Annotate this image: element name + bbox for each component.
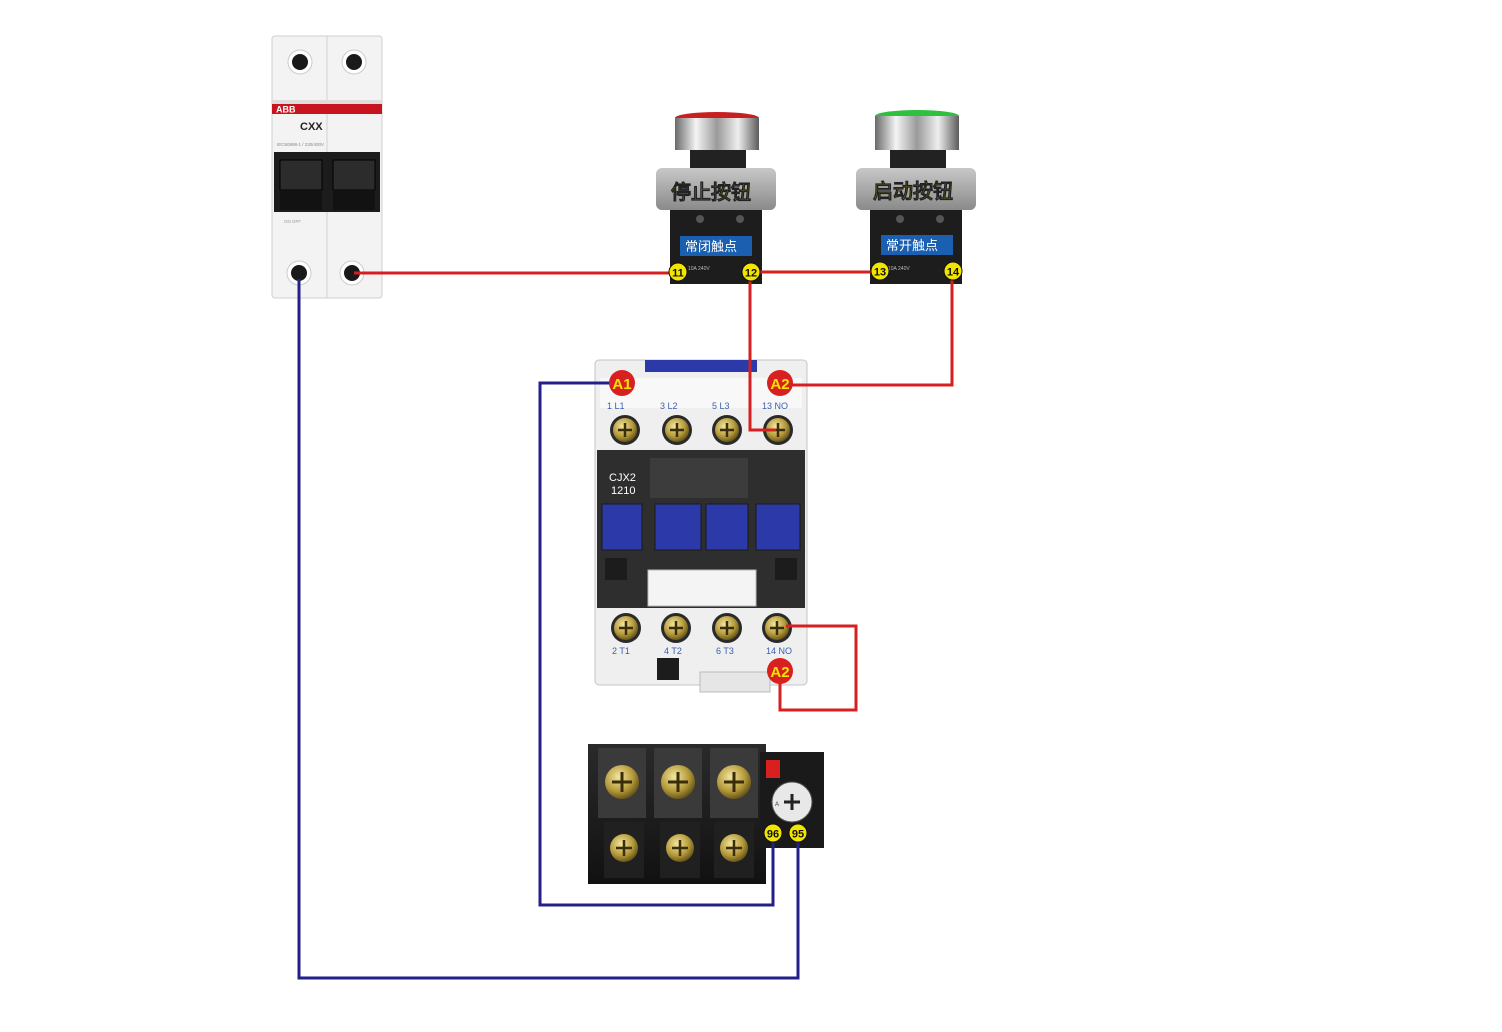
contactor-label-plate: [647, 569, 757, 607]
contactor-top-band: [645, 360, 757, 372]
contactor-top-screws: [610, 415, 793, 445]
wire-breaker-to-95: [297, 279, 800, 980]
terminal-a2-top-label: A2: [770, 376, 789, 393]
stop-button-rating: 10A 240V: [688, 266, 710, 272]
wires: [297, 270, 954, 980]
breaker-brand-stripe: [272, 104, 382, 114]
terminal-a2-bottom-marker: [767, 658, 793, 684]
terminal-12-label: 12: [745, 268, 757, 280]
terminal-13-marker: [870, 261, 890, 281]
breaker-bottom-marks: ON OFF: [284, 219, 301, 224]
contactor-top-label-4: 13 NO: [762, 401, 788, 411]
start-button-rating: 10A 240V: [888, 266, 910, 272]
start-pushbutton: 启动按钮 常开触点 10A 240V: [856, 110, 976, 284]
terminal-a1-label: A1: [612, 376, 631, 393]
terminal-95-marker: [788, 823, 808, 843]
stop-contact-tag: [680, 236, 752, 256]
contactor: 1 L1 3 L2 5 L3 13 NO CJX2 1210: [594, 359, 808, 693]
contactor-top-label-1: 1 L1: [607, 401, 625, 411]
terminal-a1-marker: [609, 370, 635, 396]
terminal-11-marker: [668, 262, 688, 282]
breaker-screw-bottom-left: [291, 265, 307, 281]
breaker-fine-print: IEC60898-1 / 230/400V: [277, 142, 324, 147]
breaker-screw-top-left: [292, 54, 308, 70]
terminal-markers: 11 12 13 14 A1 A2 A2 96 95: [609, 261, 963, 843]
terminal-14-label: 14: [947, 267, 960, 279]
thermal-overload-relay: A: [588, 744, 824, 884]
stop-contact-label: 常闭触点: [685, 240, 737, 255]
contactor-bottom-label-2: 4 T2: [664, 646, 682, 656]
wire-a1-to-96: [538, 381, 775, 907]
contactor-bottom-label-4: 14 NO: [766, 646, 792, 656]
terminal-96-label: 96: [767, 829, 779, 841]
terminal-95-label: 95: [792, 829, 804, 841]
breaker-model: CXX: [300, 121, 323, 133]
terminal-a2-top-marker: [767, 370, 793, 396]
start-contact-tag: [881, 235, 953, 255]
contactor-bottom-label-3: 6 T3: [716, 646, 734, 656]
stop-button-title: 停止按钮: [671, 180, 751, 204]
start-button-title: 启动按钮: [873, 179, 953, 203]
wire-14no-loop: [778, 624, 858, 712]
contactor-window-3: [705, 503, 749, 551]
contactor-bottom-label-1: 2 T1: [612, 646, 630, 656]
terminal-14-marker: [943, 261, 963, 281]
contactor-bottom-screws: [611, 613, 792, 643]
circuit-breaker: ABB CXX IEC60898-1 / 230/400V ON OFF: [271, 35, 383, 299]
breaker-screw-top-right: [346, 54, 362, 70]
wire-12-to-13no: [748, 276, 776, 432]
wire-14-to-a2: [784, 276, 954, 387]
contactor-top-label-3: 5 L3: [712, 401, 730, 411]
start-contact-label: 常开触点: [886, 239, 938, 254]
terminal-96-marker: [763, 823, 783, 843]
contactor-window-2: [654, 503, 702, 551]
breaker-toggle-right[interactable]: [332, 159, 376, 191]
stop-button-nut: [656, 168, 776, 210]
relay-top-screws: [605, 765, 751, 799]
start-button-nut: [856, 168, 976, 210]
terminal-a2-bottom-label: A2: [770, 664, 789, 681]
terminal-12-marker: [741, 262, 761, 282]
contactor-window-1: [601, 503, 643, 551]
terminal-11-label: 11: [672, 268, 684, 280]
breaker-brand: ABB: [276, 105, 296, 115]
terminal-13-label: 13: [874, 267, 886, 279]
contactor-model-line1: CJX2: [609, 472, 636, 484]
relay-dial-label: A: [775, 802, 779, 808]
breaker-toggle-left[interactable]: [279, 159, 323, 191]
relay-reset-button[interactable]: [766, 760, 780, 778]
breaker-screw-bottom-right: [344, 265, 360, 281]
contactor-window-4: [755, 503, 801, 551]
contactor-top-label-2: 3 L2: [660, 401, 678, 411]
stop-pushbutton: 停止按钮 常闭触点 10A 240V: [656, 112, 776, 284]
contactor-model-line2: 1210: [611, 485, 635, 497]
relay-bottom-screws: [604, 822, 754, 878]
